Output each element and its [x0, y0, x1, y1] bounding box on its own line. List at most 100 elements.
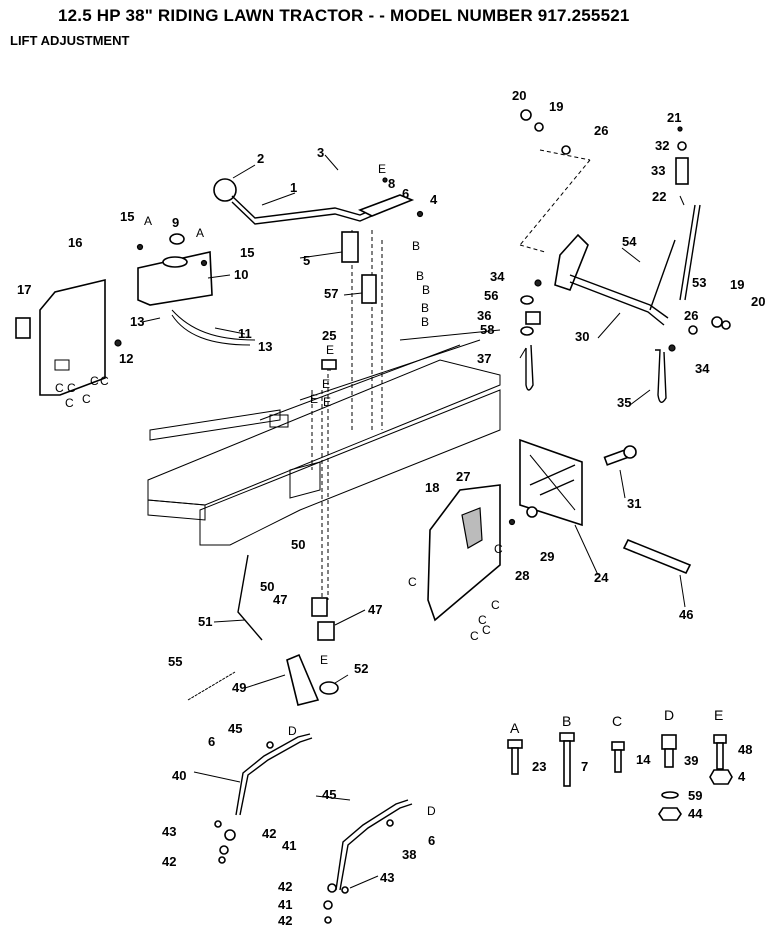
- letter-c1: C: [55, 381, 64, 395]
- letter-c4: C: [100, 374, 109, 388]
- key-letter-e: E: [714, 707, 723, 723]
- callout-34b: 34: [695, 361, 710, 376]
- letter-d2: D: [427, 804, 436, 818]
- callout-37: 37: [477, 351, 491, 366]
- key-part-14: 14: [636, 752, 651, 767]
- callout-2: 2: [257, 151, 264, 166]
- callout-20a: 20: [512, 88, 526, 103]
- callout-4: 4: [430, 192, 438, 207]
- callout-36: 36: [477, 308, 491, 323]
- callout-10: 10: [234, 267, 248, 282]
- letter-b1: B: [412, 239, 420, 253]
- letter-e4: E: [323, 395, 331, 409]
- callout-6c: 6: [428, 833, 435, 848]
- chassis-frame: [147, 329, 501, 546]
- callout-9: 9: [172, 215, 179, 230]
- callout-42a: 42: [262, 826, 276, 841]
- callout-13a: 13: [130, 314, 144, 329]
- callout-45b: 45: [322, 787, 336, 802]
- callout-38: 38: [402, 847, 416, 862]
- callout-4b: 4: [738, 769, 746, 784]
- letter-callouts: A A E B B B B B E E E E E C C C C C C C …: [55, 162, 503, 818]
- letter-c8: C: [408, 575, 417, 589]
- assembly-lines: [311, 149, 591, 600]
- letter-c3: C: [90, 374, 99, 388]
- callout-50a: 50: [291, 537, 305, 552]
- callout-40: 40: [172, 768, 186, 783]
- cap-9: [169, 233, 185, 245]
- callout-12: 12: [119, 351, 133, 366]
- letter-a2: A: [196, 226, 204, 240]
- callout-31: 31: [627, 496, 641, 511]
- letter-d1: D: [288, 724, 297, 738]
- bar-46: [622, 538, 692, 575]
- plate-17: [15, 317, 31, 339]
- key-part-7: 7: [581, 759, 588, 774]
- callout-17: 17: [17, 282, 31, 297]
- callout-22: 22: [652, 189, 666, 204]
- lift-shaft-assembly: [520, 109, 731, 335]
- callout-47a: 47: [273, 592, 287, 607]
- leader-lines: [141, 154, 686, 889]
- letter-e2: E: [322, 377, 330, 391]
- callout-51: 51: [198, 614, 212, 629]
- key-letter-c: C: [612, 713, 622, 729]
- diagram-subtitle: LIFT ADJUSTMENT: [10, 33, 130, 48]
- diagram-title: 12.5 HP 38" RIDING LAWN TRACTOR - - MODE…: [58, 6, 630, 25]
- side-panel-16: [15, 278, 106, 396]
- lift-link-40: [214, 733, 313, 864]
- hardware-key: A 23 B 7 C 14 D 39 59 44 E 48 4: [510, 707, 752, 821]
- callout-47b: 47: [368, 602, 382, 617]
- letter-b3: B: [422, 283, 430, 297]
- callout-42d: 42: [278, 913, 292, 928]
- bracket-5: [341, 231, 359, 263]
- callout-3: 3: [317, 145, 324, 160]
- callout-49: 49: [232, 680, 246, 695]
- callout-42c: 42: [278, 879, 292, 894]
- callout-32: 32: [655, 138, 669, 153]
- letter-c5: C: [65, 396, 74, 410]
- bolt-31: [603, 445, 637, 466]
- callout-15b: 15: [240, 245, 254, 260]
- letter-c9: C: [491, 598, 500, 612]
- callout-35: 35: [617, 395, 631, 410]
- letter-b2: B: [416, 269, 424, 283]
- hardware-bolts: [507, 732, 733, 821]
- callout-16: 16: [68, 235, 82, 250]
- callout-19a: 19: [549, 99, 563, 114]
- letter-a1: A: [144, 214, 152, 228]
- callout-41b: 41: [278, 897, 292, 912]
- knob-2: [213, 178, 237, 202]
- lift-lever-assembly: [213, 177, 424, 304]
- letter-b5: B: [421, 315, 429, 329]
- callout-25: 25: [322, 328, 336, 343]
- lift-link-38: [323, 799, 413, 924]
- callout-26a: 26: [594, 123, 608, 138]
- callout-34a: 34: [490, 269, 505, 284]
- key-letter-d: D: [664, 707, 674, 723]
- deck-adjust-plate: [427, 438, 583, 622]
- callout-50b: 50: [260, 579, 274, 594]
- callout-55: 55: [168, 654, 182, 669]
- key-letter-b: B: [562, 713, 571, 729]
- callout-33: 33: [651, 163, 665, 178]
- letter-b4: B: [421, 301, 429, 315]
- callout-6: 6: [402, 186, 409, 201]
- callout-5: 5: [303, 253, 310, 268]
- letter-c6: C: [82, 392, 91, 406]
- key-part-23: 23: [532, 759, 546, 774]
- callout-20b: 20: [751, 294, 765, 309]
- key-part-48: 48: [738, 742, 752, 757]
- callout-labels: 1 2 3 4 5 6 8 9 10 11 12 13 13 15 15 16 …: [17, 88, 765, 928]
- callout-13b: 13: [258, 339, 272, 354]
- letter-e1: E: [378, 162, 386, 176]
- letter-c10: C: [478, 613, 487, 627]
- callout-46: 46: [679, 607, 693, 622]
- callout-21: 21: [667, 110, 681, 125]
- callout-52: 52: [354, 661, 368, 676]
- callout-59: 59: [688, 788, 702, 803]
- letter-c11: C: [482, 623, 491, 637]
- fuel-tank: [114, 233, 256, 347]
- letter-e5: E: [320, 653, 328, 667]
- callout-41a: 41: [282, 838, 296, 853]
